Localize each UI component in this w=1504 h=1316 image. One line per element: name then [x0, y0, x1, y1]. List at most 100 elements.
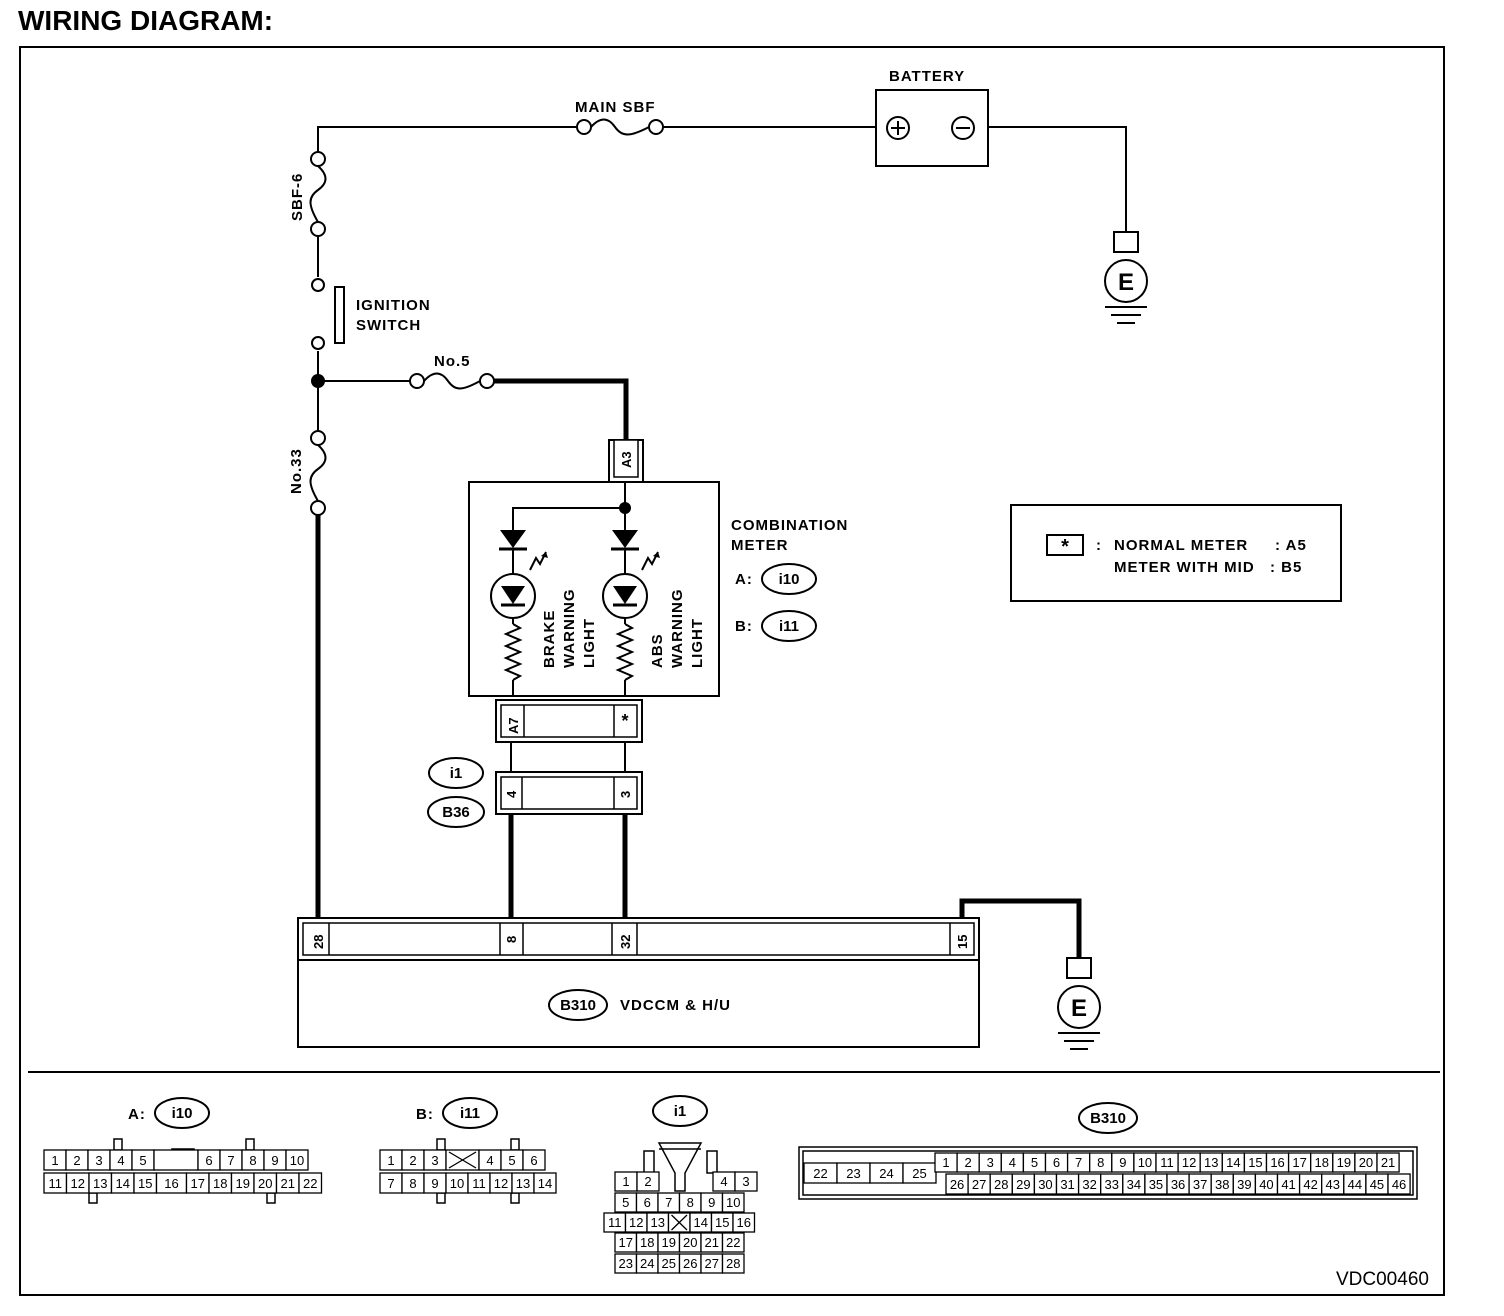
pin-label: 3: [742, 1174, 749, 1189]
pin-label: 2: [644, 1174, 651, 1189]
pin-label: 46: [1392, 1177, 1406, 1192]
pin-label: 4: [486, 1153, 493, 1168]
pin-label: 45: [1370, 1177, 1384, 1192]
pin-label: 3: [95, 1153, 102, 1168]
vdccm-pin-28: 28: [311, 935, 326, 949]
pin-label: 6: [530, 1153, 537, 1168]
pin-cell: [1376, 1152, 1400, 1173]
i11-prefix: B:: [416, 1106, 434, 1123]
meter-conn-b-badge: i11: [779, 618, 799, 635]
i1-badge: i1: [674, 1103, 687, 1120]
pin-cell: [153, 1149, 199, 1171]
abs-light-label-1: ABS: [649, 633, 666, 668]
pin-label: 7: [1075, 1155, 1082, 1170]
vdccm-pin-8: 8: [504, 936, 519, 943]
pin-label: 5: [139, 1153, 146, 1168]
pin-label: 23: [619, 1256, 633, 1271]
pin-label: 12: [71, 1176, 85, 1191]
meter-conn-a-prefix: A:: [735, 571, 753, 588]
pin-label: 20: [683, 1235, 697, 1250]
pin-label: 29: [1016, 1177, 1030, 1192]
vdccm-body: [297, 959, 980, 1048]
main-sbf-label: MAIN SBF: [575, 99, 656, 116]
pin-label: 5: [1031, 1155, 1038, 1170]
wire-vdccm-15-to-ground: [959, 898, 1082, 958]
pin-label: 22: [726, 1235, 740, 1250]
abs-light-label-2: WARNING: [669, 589, 686, 669]
meter-pin-star: *: [621, 711, 628, 731]
legend-colon: :: [1096, 537, 1102, 554]
pin-label: 8: [1097, 1155, 1104, 1170]
pin-cell: [734, 1171, 758, 1192]
pin-label: 37: [1193, 1177, 1207, 1192]
pin-label: 30: [1038, 1177, 1052, 1192]
intermediate-pin-4: 4: [504, 790, 519, 798]
b310-badge: B310: [1090, 1110, 1126, 1127]
pin-label: 3: [431, 1153, 438, 1168]
pin-label: 10: [450, 1176, 464, 1191]
wire-main-feed: [317, 126, 584, 152]
pin-label: 6: [205, 1153, 212, 1168]
abs-warning-light: ABS WARNING LIGHT: [602, 530, 706, 696]
wire-battery-ground: [975, 126, 1127, 232]
legend-normal-meter: NORMAL METER: [1114, 537, 1248, 554]
blank-pin-mark: [671, 1214, 688, 1231]
vdccm-unit: 28 8 32 15 B310 VDCCM & H/U: [297, 917, 980, 1048]
pin-label: 28: [994, 1177, 1008, 1192]
harness-wires: [315, 378, 1082, 958]
pin-label: 17: [1292, 1155, 1306, 1170]
pin-label: 3: [987, 1155, 994, 1170]
pin-label: 4: [117, 1153, 124, 1168]
pin-cell: [721, 1232, 745, 1253]
pin-label: 8: [409, 1176, 416, 1191]
pin-label: 40: [1259, 1177, 1273, 1192]
pin-label: 9: [708, 1195, 715, 1210]
pin-label: 17: [619, 1235, 633, 1250]
pin-label: 26: [683, 1256, 697, 1271]
pin-label: 36: [1171, 1177, 1185, 1192]
legend-mid-meter: METER WITH MID: [1114, 559, 1255, 576]
ignition-label-2: SWITCH: [356, 317, 421, 334]
battery-ground: E: [1104, 231, 1148, 324]
pin-label: 1: [51, 1153, 58, 1168]
pin-label: 6: [1053, 1155, 1060, 1170]
pin-label: 9: [1119, 1155, 1126, 1170]
pin-label: 11: [608, 1215, 622, 1230]
pin-label: 44: [1348, 1177, 1362, 1192]
wire-fuse5-to-meter: [494, 378, 629, 440]
pin-label: 9: [271, 1153, 278, 1168]
meter-pin-a7: A7: [506, 717, 521, 734]
pin-label: 33: [1105, 1177, 1119, 1192]
pin-cell: [533, 1172, 557, 1194]
intermediate-connector: i1 B36 4 3: [427, 757, 643, 828]
pin-label: 8: [687, 1195, 694, 1210]
pin-label: 32: [1082, 1177, 1096, 1192]
pin-cell: [522, 1149, 546, 1171]
pin-label: 14: [116, 1176, 130, 1191]
pin-label: 1: [942, 1155, 949, 1170]
pin-label: 43: [1326, 1177, 1340, 1192]
pin-label: 11: [1160, 1155, 1174, 1170]
legend-mid-value: : B5: [1270, 559, 1302, 576]
pin-label: 26: [950, 1177, 964, 1192]
brake-light-label-1: BRAKE: [541, 610, 558, 668]
pin-label: 22: [813, 1166, 827, 1181]
pin-label: 38: [1215, 1177, 1229, 1192]
pin-label: 13: [93, 1176, 107, 1191]
pin-label: 28: [726, 1256, 740, 1271]
diagram-title: WIRING DIAGRAM:: [18, 5, 273, 36]
fuse-no33-label: No.33: [288, 448, 305, 494]
meter-conn-a-badge: i10: [779, 571, 800, 588]
vdccm-badge: B310: [560, 997, 596, 1014]
pin-label: 24: [879, 1166, 893, 1181]
